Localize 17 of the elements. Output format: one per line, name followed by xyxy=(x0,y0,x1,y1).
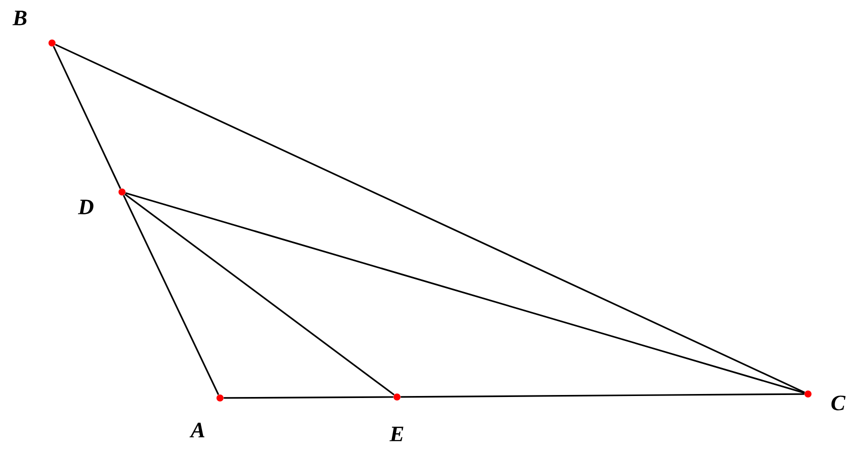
point-label: B xyxy=(12,10,27,26)
line-segment xyxy=(125,192,805,394)
point-label: D xyxy=(78,200,94,214)
point xyxy=(394,394,400,400)
line-segment xyxy=(52,46,122,189)
line-segment xyxy=(124,194,395,396)
point xyxy=(118,188,126,196)
line-segment xyxy=(400,393,804,398)
point-label: A xyxy=(190,422,204,438)
point xyxy=(48,40,56,46)
point xyxy=(804,390,812,398)
line-segment xyxy=(122,195,220,395)
point xyxy=(216,394,224,402)
line-segment xyxy=(55,44,805,394)
line-segment xyxy=(224,396,394,399)
point-label: E xyxy=(390,426,404,442)
point-label: C xyxy=(831,396,846,410)
